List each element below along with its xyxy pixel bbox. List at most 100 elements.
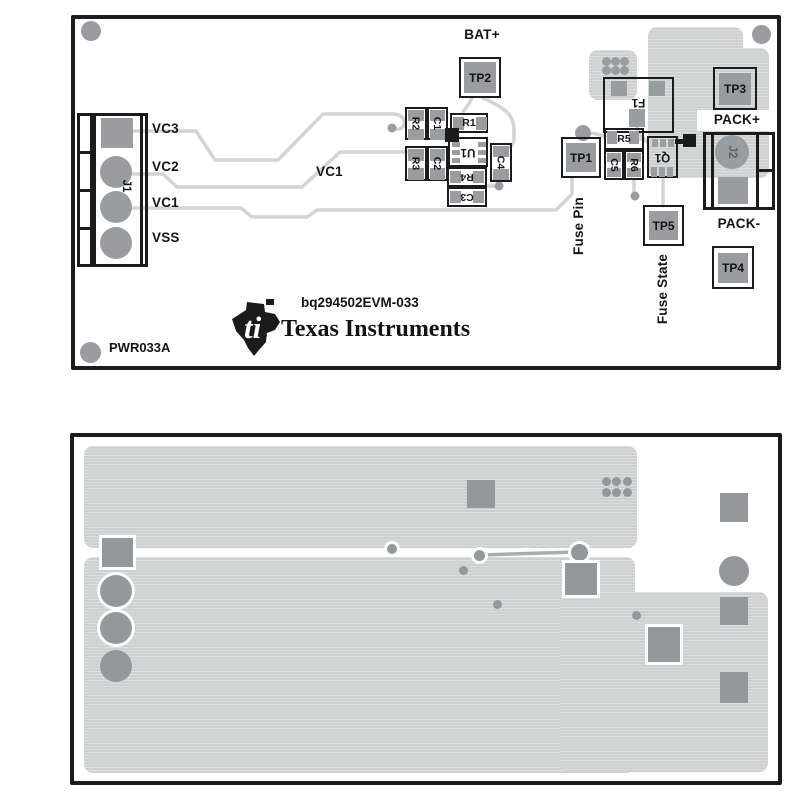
bottom-pad-vc1 <box>100 612 132 644</box>
tp5-pad: TP5 <box>649 211 678 240</box>
bottom-pour-lower <box>84 557 635 773</box>
bottom-free-via <box>632 611 641 620</box>
net-label-pack-minus: PACK- <box>717 215 761 231</box>
j1-inner-line <box>140 116 143 264</box>
pad-q1 <box>660 139 666 147</box>
pad-c5 <box>607 168 621 177</box>
board-id-label: PWR033A <box>109 340 171 355</box>
pad-q1 <box>651 167 657 177</box>
j2-connector-body <box>703 132 775 210</box>
component-c3 <box>447 187 487 207</box>
via-cluster-dot <box>602 57 611 66</box>
pad-r3 <box>408 149 424 161</box>
pad-r5 <box>629 131 639 144</box>
pad-r2 <box>408 110 424 121</box>
j1-divider <box>77 189 93 192</box>
net-label-vc1-mid: VC1 <box>316 164 343 179</box>
bottom-via-cluster-dot <box>602 477 611 486</box>
bottom-pad-vc2 <box>100 575 132 607</box>
pad-q1 <box>667 167 673 177</box>
testpoint-tp2: TP2 <box>459 57 501 98</box>
pad-q1 <box>652 139 658 147</box>
bottom-pad-pack <box>720 597 748 625</box>
j1-divider <box>77 227 93 230</box>
bottom-pad-tp1 <box>565 563 597 595</box>
pad-c4 <box>493 169 509 180</box>
pour-cutout-pack-plus <box>697 110 769 131</box>
via-cluster-dot <box>620 57 629 66</box>
testpoint-tp5: TP5 <box>643 205 684 246</box>
pad-u1 <box>452 142 460 147</box>
net-label-bat-plus: BAT+ <box>464 26 500 42</box>
pad-u1 <box>478 158 486 163</box>
j1-connector-body <box>93 113 148 267</box>
pad-r5 <box>607 131 617 144</box>
component-c4 <box>490 143 512 182</box>
component-q1 <box>647 136 678 178</box>
ti-logo-shape <box>232 302 280 356</box>
pad-c1 <box>430 110 445 121</box>
pad-r4 <box>450 171 461 183</box>
mounting-hole-top-right <box>752 25 771 44</box>
ti-logo-text: ti <box>244 310 262 345</box>
refdes-r6: R6 <box>628 158 640 172</box>
pad-r2 <box>408 129 424 140</box>
pad-c1 <box>430 129 445 140</box>
bottom-pad-tp4 <box>720 672 748 703</box>
pad-u1 <box>452 158 460 163</box>
mounting-hole-bottom-left <box>80 342 101 363</box>
pad-f1 <box>629 109 645 127</box>
pin-label-vss: VSS <box>152 230 180 245</box>
component-c5 <box>604 150 624 180</box>
bottom-pad-tp5 <box>648 627 680 662</box>
pad-q1 <box>659 167 665 177</box>
pad-c4 <box>493 146 509 157</box>
testpoint-tp1: TP1 <box>561 137 601 178</box>
refdes-q1: Q1 <box>654 151 671 163</box>
bottom-pad-tp3 <box>720 493 748 522</box>
component-c2 <box>427 146 448 181</box>
ti-logo-dot <box>266 299 274 305</box>
pad-f1 <box>649 81 665 96</box>
pad-u1 <box>478 150 486 155</box>
bottom-pad-tp2 <box>467 480 495 508</box>
j1-refdes: J1 <box>120 179 132 193</box>
bottom-via-cluster-dot <box>623 477 632 486</box>
pad-r4 <box>473 171 484 183</box>
j2-refdes: J2 <box>726 145 738 159</box>
bottom-trace-via-left <box>474 550 485 561</box>
pin-label-vc3: VC3 <box>152 121 179 136</box>
tp3-pad: TP3 <box>719 72 751 105</box>
tp1-pad: TP1 <box>566 143 596 172</box>
pin-label-vc1: VC1 <box>152 195 179 210</box>
j1-pad-vc1 <box>100 191 132 223</box>
pad-c5 <box>607 153 621 162</box>
ti-logo: ti <box>232 299 280 356</box>
j2-divider-right <box>757 169 773 172</box>
via-cluster-dot <box>602 66 611 75</box>
evm-name-label: bq294502EVM-033 <box>301 295 419 310</box>
bottom-free-via <box>493 600 502 609</box>
refdes-f1: F1 <box>631 96 646 108</box>
j1-pad-vc2 <box>100 156 132 188</box>
net-label-pack-plus: PACK+ <box>713 111 761 127</box>
component-r4 <box>447 167 487 187</box>
via-cluster-dot <box>611 66 620 75</box>
pad-f1 <box>611 81 627 96</box>
bottom-pad-vc3 <box>102 538 133 567</box>
pad-r1 <box>476 117 487 130</box>
pad-r6 <box>627 153 641 162</box>
j1-pad-vss <box>100 227 132 259</box>
refdes-r1: R1 <box>462 117 476 129</box>
pad-r3 <box>408 168 424 180</box>
j2-square-pad <box>718 177 748 204</box>
net-label-fuse-pin: Fuse Pin <box>570 197 586 255</box>
bottom-via-cluster-dot <box>623 488 632 497</box>
pin1-marker-u1 <box>445 128 459 142</box>
pad-r6 <box>627 168 641 177</box>
via-cluster-dot <box>620 66 629 75</box>
bottom-via-cluster-dot <box>612 477 621 486</box>
mounting-hole-top-left <box>81 21 101 41</box>
tp2-pad: TP2 <box>464 62 496 93</box>
